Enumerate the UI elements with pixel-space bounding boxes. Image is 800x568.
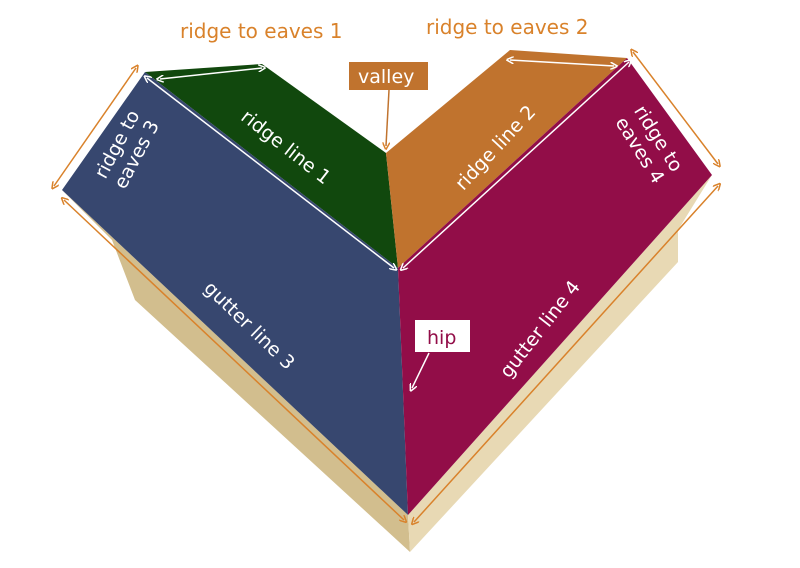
- ridge-line-2-arrow: [403, 62, 629, 268]
- hip-callout-box: [415, 320, 470, 352]
- ridge-line-1-arrow: [147, 78, 394, 268]
- ridge-to-eaves-2-label: ridge to eaves 2: [426, 15, 588, 39]
- ridge-to-eaves-3-arrow: [54, 68, 136, 186]
- ridge-to-eaves-1-label: ridge to eaves 1: [180, 19, 342, 43]
- hip-pointer-arrow: [412, 352, 430, 388]
- ridge-to-eaves-4-arrow: [633, 52, 718, 164]
- valley-label: valley: [358, 66, 414, 88]
- gutter-line-4-arrow: [414, 186, 718, 522]
- gutter-line-3-arrow: [64, 200, 404, 520]
- valley-callout-box: [349, 62, 428, 90]
- valley-pointer-arrow: [386, 89, 389, 146]
- hip-label: hip: [427, 327, 456, 349]
